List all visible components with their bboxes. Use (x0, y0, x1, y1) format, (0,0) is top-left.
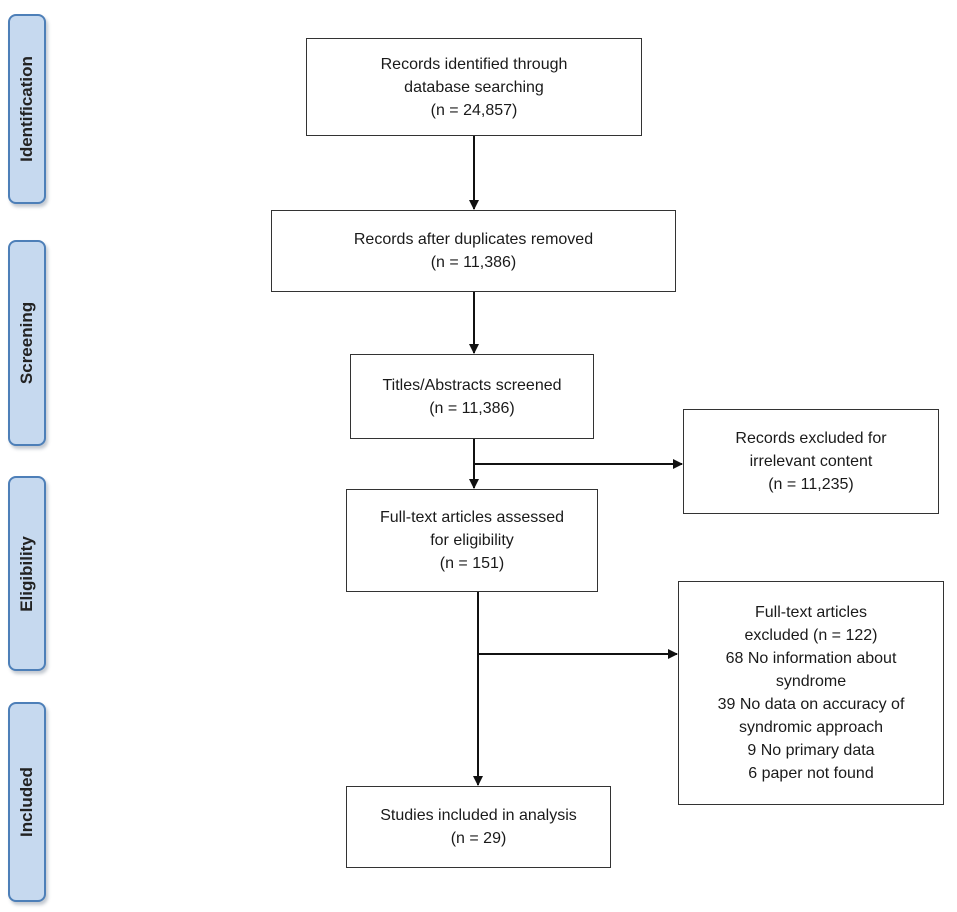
box-text-line: (n = 11,386) (429, 399, 515, 417)
box-text-line: (n = 24,857) (430, 101, 518, 119)
box-text-line: 6 paper not found (748, 765, 874, 782)
box-studies-included: Studies included in analysis (n = 29) (346, 786, 611, 868)
box-text-line: Full-text articles assessed (379, 509, 565, 526)
box-text-line: 68 No information about (725, 650, 897, 667)
stage-identification: Identification (8, 14, 46, 204)
box-records-deduplicated: Records after duplicates removed (n = 11… (271, 210, 676, 292)
box-text-line: syndrome (775, 673, 847, 690)
box-titles-screened: Titles/Abstracts screened (n = 11,386) (350, 354, 594, 439)
box-text-line: for eligibility (430, 532, 514, 549)
box-text-line: Records after duplicates removed (353, 231, 594, 248)
box-text-line: (n = 151) (439, 555, 505, 572)
stage-included: Included (8, 702, 46, 902)
box-fulltext-excluded: Full-text articles excluded (n = 122) 68… (678, 581, 944, 805)
box-records-excluded: Records excluded for irrelevant content … (683, 409, 939, 514)
box-fulltext-assessed: Full-text articles assessed for eligibil… (346, 489, 598, 592)
box-text-line: 9 No primary data (747, 742, 875, 759)
box-text-line: database searching (404, 78, 544, 96)
stage-screening: Screening (8, 240, 46, 446)
box-text-line: Full-text articles (754, 604, 868, 621)
box-text-line: irrelevant content (749, 453, 873, 470)
box-text-line: Studies included in analysis (380, 807, 577, 824)
stage-eligibility: Eligibility (8, 476, 46, 671)
box-text-line: excluded (n = 122) (744, 627, 878, 644)
box-text-line: (n = 11,235) (768, 476, 854, 493)
box-text-line: 39 No data on accuracy of (717, 696, 905, 713)
box-text-line: (n = 11,386) (430, 254, 517, 271)
box-text-line: (n = 29) (450, 830, 507, 847)
box-records-identified: Records identified through database sear… (306, 38, 642, 136)
box-text-line: Titles/Abstracts screened (382, 376, 562, 394)
box-text-line: Records excluded for (735, 430, 887, 447)
box-text-line: syndromic approach (738, 719, 884, 736)
box-text-line: Records identified through (380, 55, 568, 73)
